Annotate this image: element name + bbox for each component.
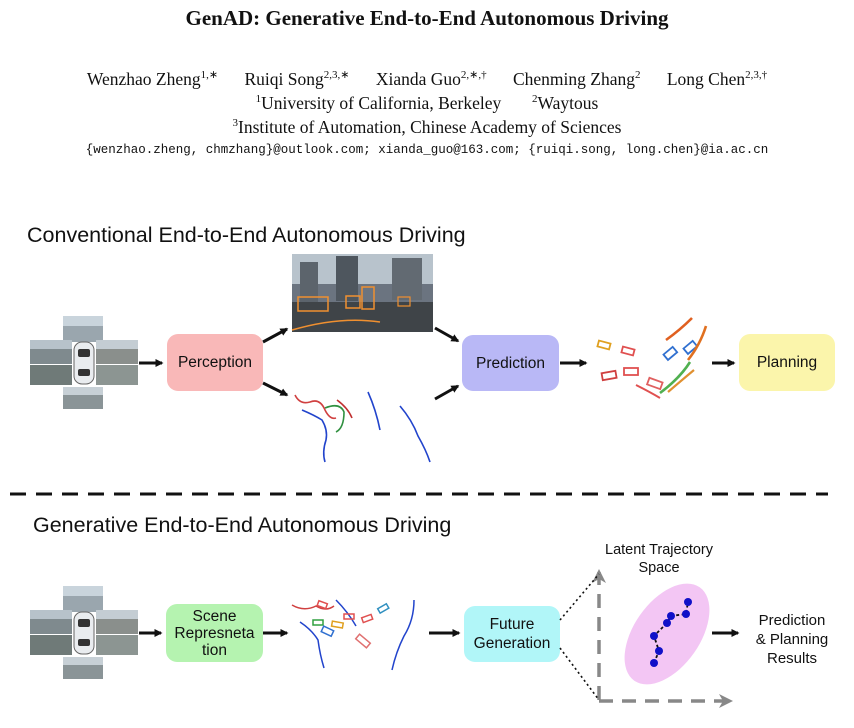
author-list: Wenzhao Zheng1,∗ Ruiqi Song2,3,∗ Xianda …: [0, 68, 854, 90]
prediction-label: Prediction: [476, 354, 545, 372]
arrow: [434, 326, 460, 343]
results-label-line: Results: [766, 650, 818, 667]
author: Ruiqi Song2,3,∗: [244, 68, 350, 89]
latent-distribution-ellipse: [624, 583, 710, 685]
affiliation: 1University of California, Berkeley: [255, 93, 502, 113]
trajectory-node: [667, 612, 675, 620]
future-generation-box: [464, 606, 560, 662]
camera-detection-image: [291, 254, 433, 332]
paper-title: GenAD: Generative End-to-End Autonomous …: [185, 6, 669, 30]
author: Long Chen2,3,†: [666, 68, 768, 89]
author: Wenzhao Zheng1,∗: [86, 68, 219, 89]
trajectory-node: [655, 647, 663, 655]
latent-space-label: Latent Trajectory Space: [588, 541, 730, 577]
future-label-line: Future: [489, 616, 535, 633]
results-label-line: & Planning: [755, 631, 829, 648]
latent-label-line: Latent Trajectory: [605, 542, 713, 558]
latent-space-axes: [559, 569, 733, 708]
trajectory-node: [663, 619, 671, 627]
arrow: [262, 381, 289, 397]
arrow: [262, 327, 289, 344]
prediction-trajectory-image: [596, 317, 708, 399]
trajectory-node: [650, 659, 658, 667]
latent-trajectory: [650, 598, 692, 667]
prediction-box: [462, 335, 559, 391]
planning-label: Planning: [756, 354, 818, 371]
scene-map-image: [291, 599, 415, 671]
conventional-arrows: [139, 326, 736, 401]
affiliation-line-2: 3Institute of Automation, Chinese Academ…: [0, 117, 854, 138]
multi-camera-input-1: [30, 316, 138, 409]
scene-representation-box: [166, 604, 263, 662]
results-label-line: Prediction: [758, 612, 826, 629]
scene-label-line: tion: [202, 641, 227, 659]
author: Xianda Guo2,∗,†: [375, 68, 487, 89]
map-polyline-image: [294, 391, 431, 463]
scene-representation-label: Scene Represneta tion: [166, 604, 263, 662]
trajectory-node: [684, 598, 692, 606]
arrow: [434, 384, 460, 401]
trajectory-node: [650, 632, 658, 640]
planning-box: [739, 334, 835, 391]
scene-label-line: Represneta: [174, 624, 255, 642]
affiliation: 3Institute of Automation, Chinese Academ…: [232, 117, 622, 137]
latent-label-line: Space: [638, 560, 680, 576]
affiliation-line-1: 1University of California, Berkeley 2Way…: [0, 93, 854, 114]
future-label-line: Generation: [473, 635, 551, 652]
results-label: Prediction & Planning Results: [742, 611, 842, 668]
affiliation: 2Waytous: [532, 93, 599, 113]
multi-camera-input-2: [30, 586, 138, 679]
trajectory-node: [682, 610, 690, 618]
generative-heading: Generative End-to-End Autonomous Driving: [33, 513, 452, 537]
scene-label-line: Scene: [192, 607, 237, 625]
perception-label: Perception: [177, 354, 253, 371]
future-generation-label: Future Generation: [464, 606, 560, 662]
author: Chenming Zhang2: [512, 68, 641, 89]
conventional-heading: Conventional End-to-End Autonomous Drivi…: [27, 223, 466, 247]
author-emails: {wenzhao.zheng, chmzhang}@outlook.com; x…: [85, 143, 769, 157]
perception-box: [167, 334, 263, 391]
